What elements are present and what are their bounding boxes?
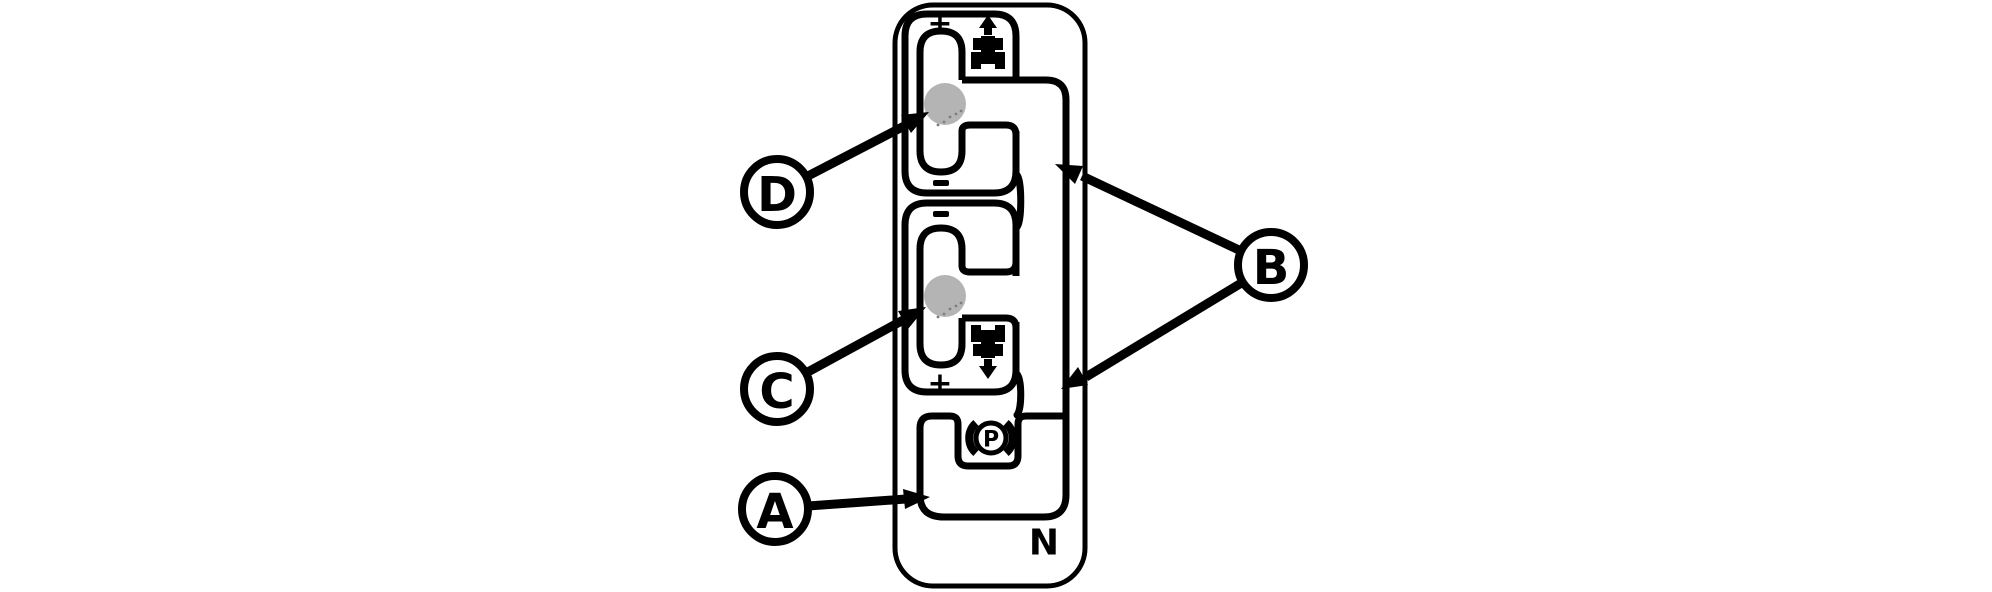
forward-slot-channel — [916, 27, 1020, 176]
callout-b: B — [1234, 228, 1308, 302]
knob-speckles-lower — [936, 301, 963, 319]
brake-shoe-right — [1003, 420, 1017, 456]
callout-labels: D C A B — [738, 155, 1308, 546]
knob-speckles-upper — [936, 109, 963, 127]
park-circle — [973, 420, 1009, 456]
park-brake-icon: P — [965, 420, 1017, 456]
lever-knob-forward — [924, 83, 966, 125]
callout-arrow-a — [807, 489, 930, 511]
speed-decrease-label-upper — [933, 180, 949, 186]
neutral-label: N — [1029, 523, 1059, 564]
lever-knob-reverse — [924, 275, 966, 317]
callout-d: D — [740, 155, 814, 229]
reverse-slot-channel — [916, 224, 1020, 369]
speed-decrease-label-lower — [933, 211, 949, 217]
gate-walls — [901, 10, 1070, 521]
reverse-exit-edge — [962, 314, 1020, 370]
brake-shoe-left — [965, 420, 979, 456]
speed-increase-label-bottom: + — [927, 367, 952, 402]
park-label: P — [983, 428, 999, 453]
tractor-reverse-icon — [971, 325, 1005, 379]
forward-pocket-outline — [901, 10, 1020, 197]
callout-arrow-d — [803, 112, 929, 181]
corridor-connector-upper — [1013, 171, 1025, 231]
callout-d-letter: D — [757, 167, 797, 223]
neutral-corridor-and-park-pocket — [916, 76, 1070, 521]
speed-increase-label-top: + — [927, 7, 952, 42]
callout-c-letter: C — [759, 364, 794, 420]
lever-knobs — [924, 83, 966, 319]
callout-b-letter: B — [1253, 240, 1290, 296]
console-plate-outline — [892, 2, 1088, 589]
callout-a-letter: A — [756, 484, 793, 540]
tractor-forward-icon — [971, 15, 1005, 69]
reverse-pocket-outline — [901, 199, 1020, 396]
corridor-connector-lower — [1013, 370, 1025, 419]
callout-arrow-c — [803, 307, 926, 377]
callout-arrow-b-upper — [1055, 164, 1243, 256]
callout-a: A — [738, 472, 812, 546]
callout-c: C — [740, 352, 814, 426]
callout-arrows — [803, 112, 1246, 511]
callout-arrow-b-lower — [1061, 278, 1246, 389]
